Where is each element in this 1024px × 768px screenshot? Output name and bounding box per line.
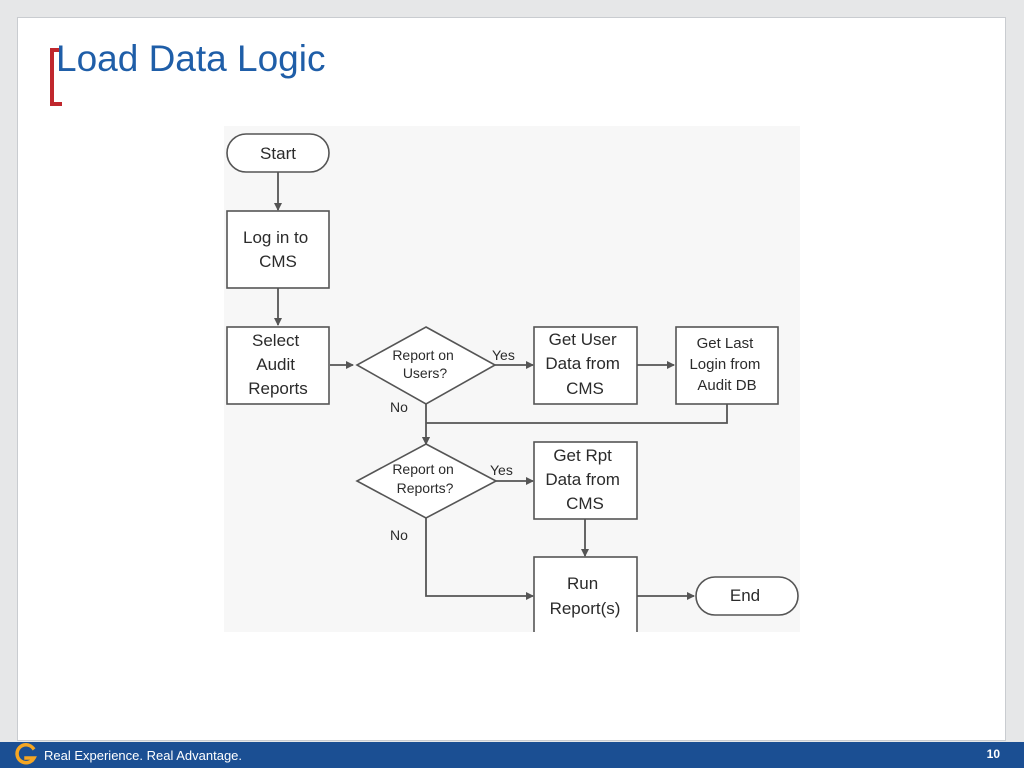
label-select-audit: Select Audit Reports <box>248 331 308 398</box>
label-get-rpt-data: Get Rpt Data from CMS <box>545 446 624 513</box>
label-run-reports: Run Report(s) <box>550 574 621 618</box>
edge-label-reports-yes: Yes <box>490 462 513 478</box>
title-bracket-icon <box>50 48 62 106</box>
label-get-last-login: Get Last Login from Audit DB <box>689 335 764 394</box>
label-report-on-reports: Report on Reports? <box>392 461 457 496</box>
page-number: 10 <box>986 747 1000 761</box>
node-get-user-data <box>533 326 638 405</box>
node-start <box>226 133 330 173</box>
node-login <box>226 210 330 289</box>
edge-label-reports-no: No <box>390 527 408 543</box>
label-get-user-data: Get User Data from CMS <box>545 330 624 398</box>
flowchart: Start Log in to CMS Select Audit Reports… <box>224 126 800 632</box>
company-logo-icon <box>15 743 37 765</box>
node-report-on-reports <box>355 443 498 519</box>
node-end <box>695 576 799 616</box>
node-run-reports <box>533 556 638 632</box>
label-end: End <box>730 586 760 605</box>
node-get-last-login <box>675 326 779 405</box>
footer-bar: Real Experience. Real Advantage. 10 <box>0 742 1024 768</box>
node-report-on-users <box>355 326 497 405</box>
node-get-rpt-data <box>533 441 638 520</box>
label-login: Log in to CMS <box>243 228 313 271</box>
edge-label-users-yes: Yes <box>492 347 515 363</box>
edge-reports-no <box>425 518 534 600</box>
footer-tagline: Real Experience. Real Advantage. <box>44 748 243 763</box>
edge-lastlogin-merge <box>426 404 728 424</box>
slide-title: Load Data Logic <box>56 38 326 79</box>
edge-label-users-no: No <box>390 399 408 415</box>
node-select-audit <box>226 326 330 405</box>
label-report-on-users: Report on Users? <box>392 347 457 381</box>
label-start: Start <box>260 144 296 163</box>
